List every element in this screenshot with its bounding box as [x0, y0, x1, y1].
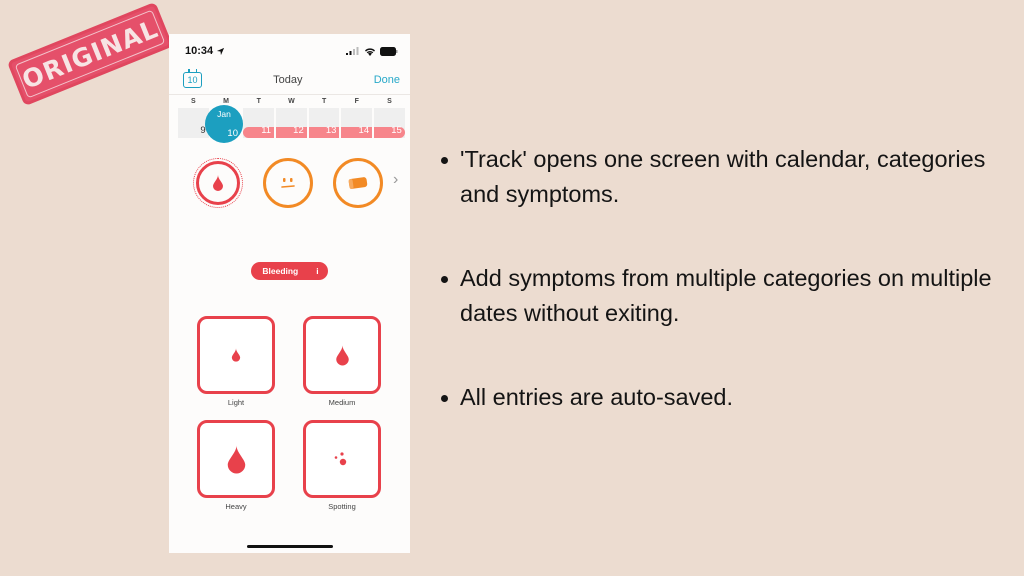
wifi-icon — [365, 47, 375, 56]
day-cell[interactable]: 13 — [308, 108, 340, 138]
original-stamp: ORIGINAL — [6, 1, 174, 107]
spotting-dots-icon — [334, 452, 347, 466]
bullet-item: All entries are auto-saved. — [440, 380, 1000, 415]
done-button[interactable]: Done — [373, 74, 400, 86]
category-bleeding[interactable] — [193, 158, 243, 208]
today-marker[interactable]: Jan 10 — [205, 105, 243, 143]
week-strip: S M T W T F S 9 11 12 13 14 15 — [177, 95, 408, 138]
option-spotting[interactable]: Spotting — [302, 420, 382, 511]
large-drop-icon — [227, 445, 245, 473]
option-light[interactable]: Light — [196, 316, 276, 407]
option-label: Light — [227, 398, 245, 407]
category-pill[interactable] — [333, 158, 383, 208]
divider — [169, 94, 410, 95]
category-label-pill[interactable]: Bleeding i — [251, 262, 328, 280]
day-cell[interactable]: 11 — [243, 108, 275, 138]
option-heavy[interactable]: Heavy — [196, 420, 276, 511]
medium-drop-icon — [335, 345, 349, 365]
category-mood[interactable] — [263, 158, 313, 208]
day-cell[interactable]: 12 — [276, 108, 307, 138]
battery-icon — [380, 46, 398, 56]
bullet-item: Add symptoms from multiple categories on… — [440, 261, 1000, 331]
home-indicator[interactable] — [247, 545, 333, 548]
category-row — [193, 158, 383, 208]
today-date: 10 — [227, 128, 238, 139]
option-label: Spotting — [328, 502, 356, 511]
option-medium[interactable]: Medium — [302, 316, 382, 407]
blood-drop-icon — [213, 175, 223, 191]
bullet-item: 'Track' opens one screen with calendar, … — [440, 142, 1000, 212]
today-month: Jan — [217, 109, 231, 119]
face-icon — [281, 178, 295, 188]
dow-label: F — [354, 98, 359, 105]
chevron-right-icon[interactable]: › — [393, 171, 399, 188]
info-icon[interactable]: i — [316, 266, 319, 276]
status-bar: 10:34 — [169, 34, 410, 68]
calendar-icon[interactable]: 10 — [183, 69, 202, 88]
pill-icon — [348, 177, 368, 189]
day-cell[interactable]: 15 — [374, 108, 405, 138]
page-title: Today — [273, 74, 303, 86]
small-drop-icon — [231, 348, 241, 362]
dow-label: T — [321, 98, 327, 105]
day-cell[interactable]: 9 — [178, 108, 209, 138]
status-time: 10:34 — [185, 45, 214, 57]
stamp-text: ORIGINAL — [17, 13, 163, 95]
location-arrow-icon — [217, 47, 225, 55]
phone-screen: 10:34 10 Today Done S M T W T F S 9 11 1… — [169, 34, 410, 553]
dow-label: M — [223, 98, 229, 105]
dow-label: T — [256, 98, 261, 105]
option-label: Medium — [328, 398, 356, 407]
dow-label: W — [288, 98, 295, 105]
symptom-grid: Light Medium Heavy Spotting — [196, 316, 382, 511]
option-label: Heavy — [225, 502, 247, 511]
day-cell[interactable]: 14 — [341, 108, 373, 138]
dow-label: S — [191, 98, 196, 105]
dow-label: S — [387, 98, 392, 105]
feature-list: 'Track' opens one screen with calendar, … — [440, 142, 1000, 464]
cellular-signal-icon — [346, 47, 359, 55]
nav-bar: 10 Today Done — [169, 69, 410, 91]
